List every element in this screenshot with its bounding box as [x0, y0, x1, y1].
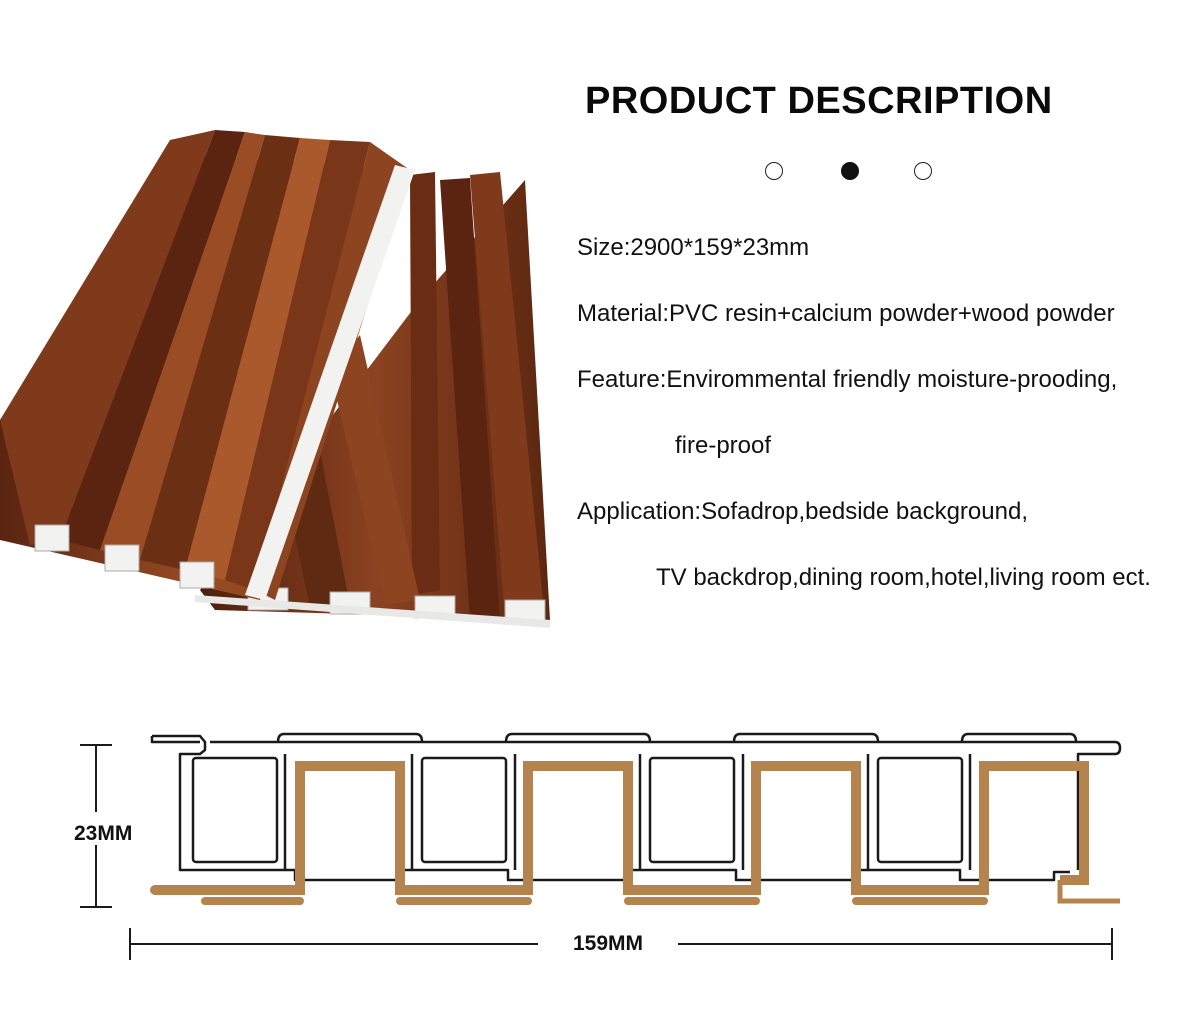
spec-application-line1: Application:Sofadrop,bedside background, [577, 498, 1028, 525]
height-dimension [80, 744, 112, 908]
panel-front [0, 130, 415, 600]
carousel-dot-2-active[interactable] [841, 162, 859, 180]
spec-material: Material:PVC resin+calcium powder+wood p… [577, 300, 1115, 327]
spec-size: Size:2900*159*23mm [577, 234, 810, 261]
spec-application-line2: TV backdrop,dining room,hotel,living roo… [656, 564, 1151, 591]
height-dimension-label: 23MM [74, 822, 132, 845]
wood-layer [155, 761, 1120, 905]
spec-feature-line1: Feature:Envirommental friendly moisture-… [577, 366, 1118, 393]
carousel-dot-1[interactable] [765, 162, 783, 180]
page-title: PRODUCT DESCRIPTION [585, 80, 1053, 122]
spec-feature-line2: fire-proof [675, 432, 772, 459]
width-dimension-label: 159MM [573, 932, 643, 955]
profile-cross-section-diagram: 23MM 159MM [74, 732, 1122, 960]
wood-layer-end [150, 885, 160, 895]
width-dimension [129, 928, 1113, 960]
product-photo [0, 130, 550, 628]
carousel-dot-3[interactable] [914, 162, 932, 180]
profile-outline [150, 732, 1122, 882]
